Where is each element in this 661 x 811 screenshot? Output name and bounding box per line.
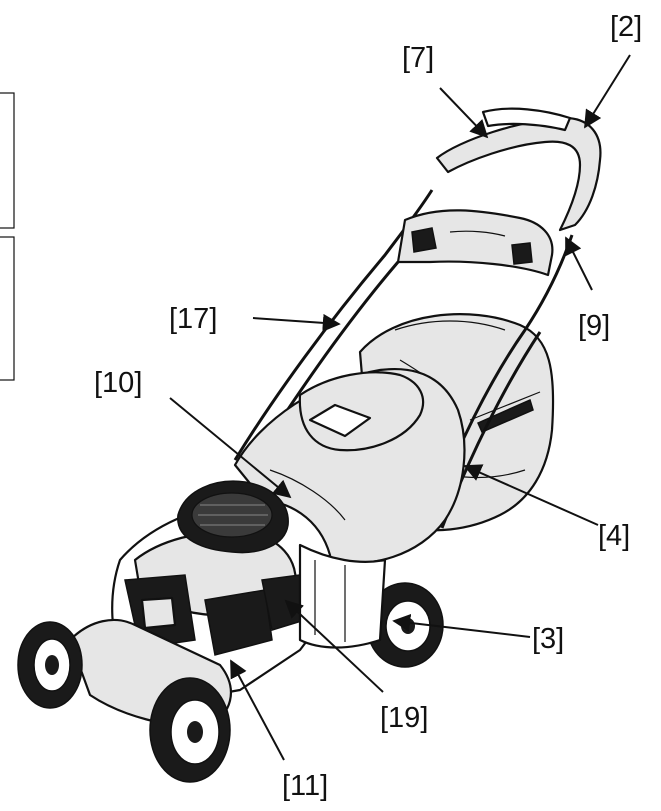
leader-2: [584, 54, 631, 129]
callout-labels: [2] [7] [9] [17] [10] [4] [3] [19] [11]: [94, 11, 642, 802]
mower-illustration: [17, 107, 602, 783]
callout-17: [17]: [169, 303, 217, 335]
callout-3: [3]: [532, 623, 564, 655]
callout-7: [7]: [402, 42, 434, 74]
leader-17: [252, 313, 341, 332]
front-right-wheel: [149, 677, 231, 783]
callout-4: [4]: [598, 520, 630, 552]
leader-4: [463, 464, 599, 526]
callout-9: [9]: [578, 310, 610, 342]
leader-7: [439, 87, 489, 139]
leader-10: [169, 397, 292, 499]
rear-skirt: [298, 543, 387, 649]
leader-3: [392, 613, 531, 638]
front-left-wheel: [17, 621, 83, 709]
engine-body: [68, 480, 332, 728]
callout-10: [10]: [94, 367, 142, 399]
leader-11: [230, 659, 285, 761]
callout-2: [2]: [610, 11, 642, 43]
leader-9: [565, 236, 593, 291]
callout-11: [11]: [282, 770, 328, 802]
leader-19: [284, 599, 384, 693]
leader-lines: [169, 54, 631, 761]
callout-19: [19]: [380, 702, 428, 734]
left-edge-boxes: [0, 92, 15, 381]
